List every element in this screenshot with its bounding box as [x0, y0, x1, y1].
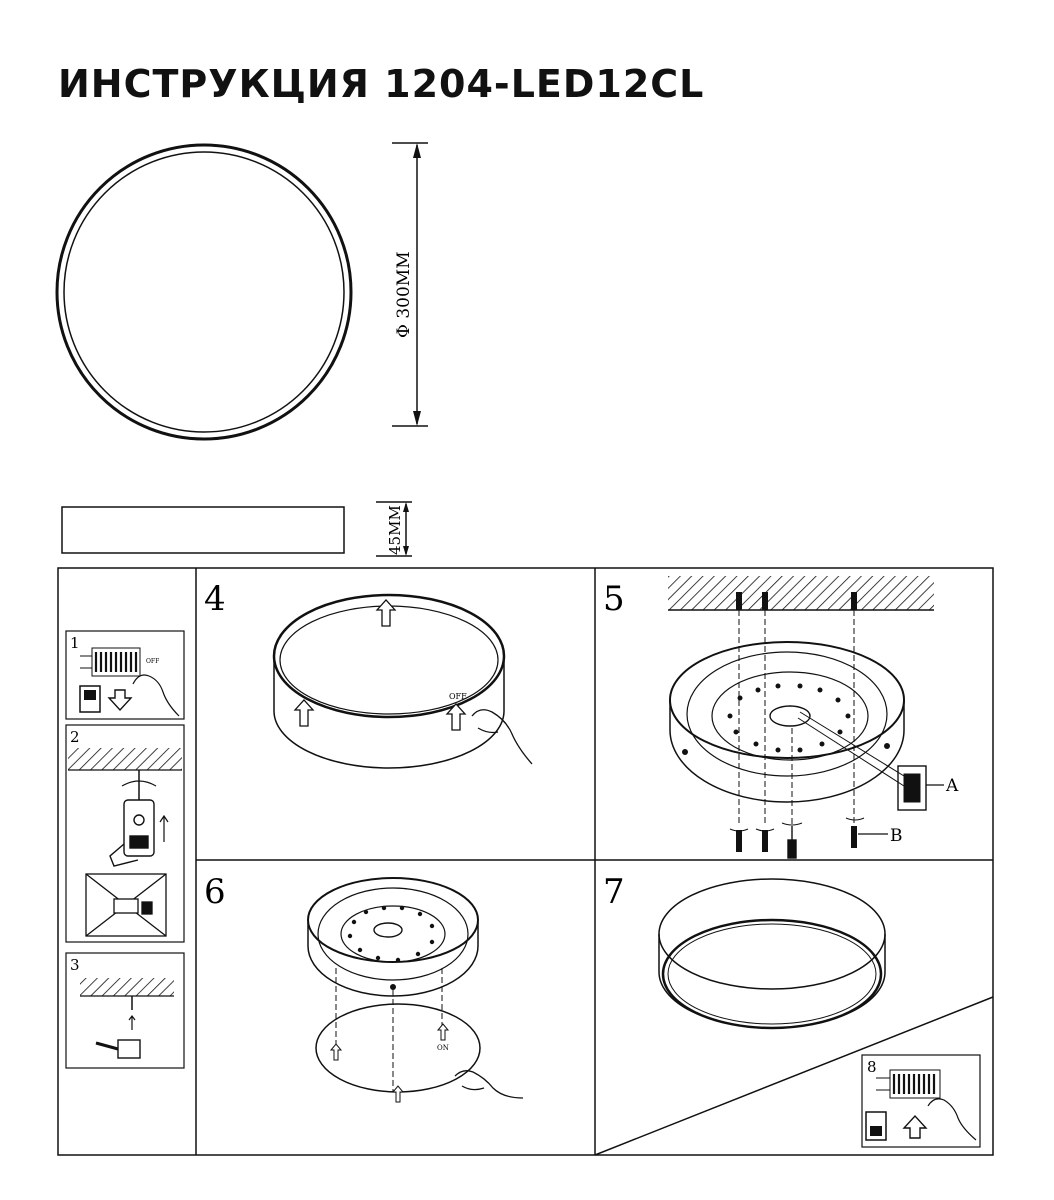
arrow-up-icon-4b	[293, 699, 315, 727]
arrow-up-icon	[159, 814, 169, 842]
step-2-number: 2	[70, 728, 80, 746]
hammer-icon	[95, 1039, 141, 1059]
lamp-side-view	[61, 506, 345, 554]
rotate-icon	[121, 780, 157, 787]
step-1-number: 1	[70, 634, 80, 652]
step-2-panel: 2	[65, 724, 185, 943]
screwdriver-icon	[787, 826, 797, 859]
step-5-number: 5	[603, 579, 625, 619]
step-6-on-label: ON	[437, 1044, 449, 1052]
height-dimension: 45MM	[376, 501, 412, 557]
arrow-up-icon-6b	[391, 1085, 405, 1103]
lamp-remove-cover	[272, 593, 506, 769]
ceiling-hatch-3	[80, 978, 174, 996]
arrow-up-icon-6a	[329, 1043, 343, 1061]
diffuser-cover	[315, 1003, 481, 1093]
arrow-up-icon-6c	[436, 1023, 450, 1041]
step-4-off-label: OFF	[449, 692, 467, 701]
instruction-grid	[57, 567, 994, 1156]
ceiling-anchors	[736, 592, 857, 610]
breaker-icon-8	[876, 1069, 941, 1099]
switch-icon-8	[865, 1111, 887, 1141]
switch-icon	[79, 685, 101, 713]
height-label: 45MM	[386, 505, 404, 555]
anchor-install-icon	[85, 873, 167, 937]
step-1-off-label: OFF	[146, 658, 159, 665]
step-8-number: 8	[867, 1058, 877, 1076]
lamp-base-open	[307, 877, 479, 997]
led-dots-6	[347, 905, 435, 990]
breaker-icon	[80, 647, 141, 677]
arrow-up-icon-8	[902, 1114, 928, 1139]
step-5-panel: 5	[603, 576, 959, 859]
drill-icon	[109, 799, 155, 867]
step-4-panel: 4 OFF	[204, 579, 533, 769]
mounting-guide-lines	[738, 610, 855, 826]
callout-a-label: A	[945, 776, 959, 796]
step-3-panel: 3	[65, 952, 185, 1069]
step-1-panel: 1 OFF	[65, 630, 185, 720]
step-8-panel: 8	[861, 1054, 981, 1148]
step-3-number: 3	[70, 956, 80, 974]
step-7-number: 7	[603, 872, 625, 912]
arrow-up-icon-3	[128, 1015, 136, 1030]
diameter-label: Φ 300MM	[394, 251, 414, 338]
lamp-installed	[658, 878, 886, 1030]
led-dots	[682, 683, 890, 755]
ceiling-hatch-5	[668, 576, 934, 610]
hand-icon-8	[927, 1098, 977, 1141]
lamp-top-view	[55, 143, 353, 441]
screws	[736, 826, 857, 852]
step-4-number: 4	[204, 579, 226, 619]
hand-icon-4	[471, 709, 533, 765]
arrow-up-icon-4c	[445, 703, 467, 731]
diameter-dimension: Φ 300MM	[392, 142, 428, 427]
step-7-panel: 7	[603, 872, 886, 1030]
rotation-marks	[729, 817, 865, 832]
lamp-base-mounting	[669, 641, 905, 803]
step-6-panel: 6 ON	[204, 872, 524, 1103]
arrow-down-icon	[107, 689, 133, 712]
hand-icon	[132, 674, 180, 717]
document-title: ИНСТРУКЦИЯ 1204-LED12CL	[58, 62, 705, 106]
cover-guide-lines	[335, 968, 443, 1092]
terminal-detail	[797, 711, 944, 811]
ceiling-hatch	[68, 748, 182, 770]
arrow-up-icon-4a	[375, 599, 397, 627]
callout-b-label: B	[890, 826, 903, 846]
hand-icon-6	[454, 1070, 524, 1099]
step-6-number: 6	[204, 872, 226, 912]
